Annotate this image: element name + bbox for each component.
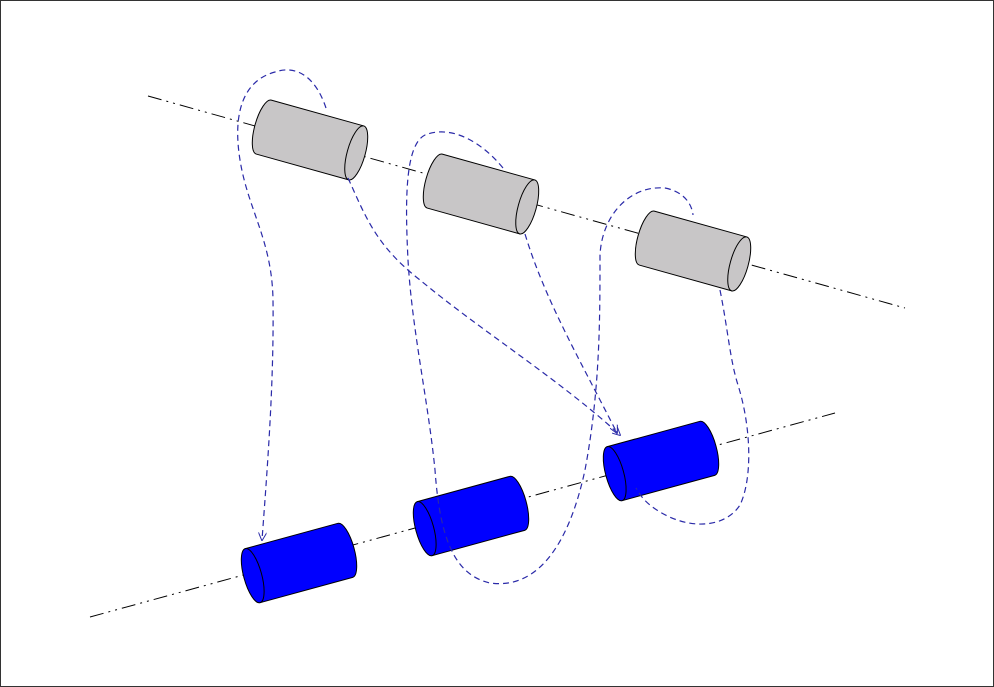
target-cylinder — [412, 475, 530, 557]
connector-path — [347, 177, 620, 435]
source-cylinder — [634, 210, 752, 292]
source-cylinder — [251, 99, 369, 181]
connector-path — [237, 69, 327, 540]
connector-path — [524, 233, 617, 433]
target-cylinder — [240, 522, 358, 604]
connector-path — [635, 289, 750, 525]
source-cylinder — [422, 153, 540, 235]
target-cylinder — [602, 420, 720, 502]
